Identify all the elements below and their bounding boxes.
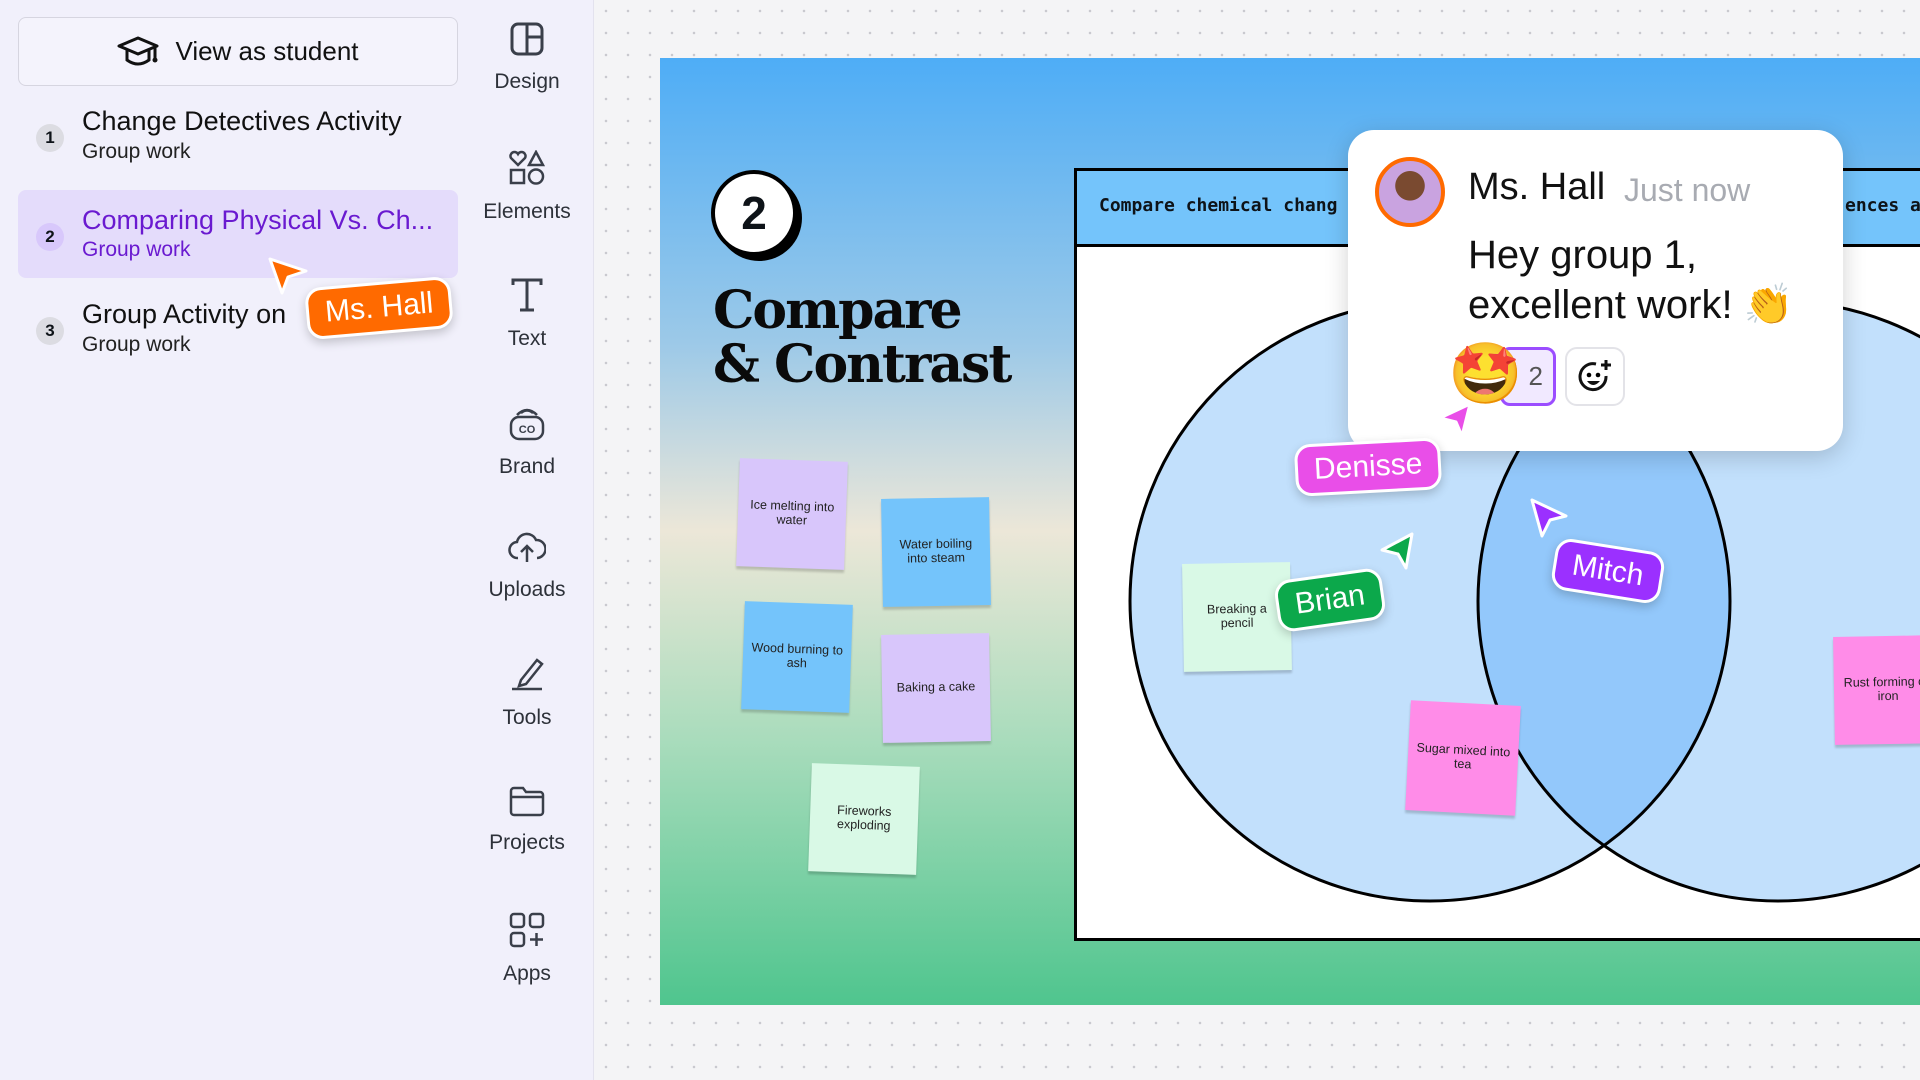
rail-label: Design [494, 70, 560, 93]
item-title: Change Detectives Activity [82, 106, 402, 136]
shapes-icon [509, 150, 545, 185]
star-struck-emoji: 🤩 [1448, 340, 1523, 407]
text-icon [511, 278, 543, 312]
comment-line1: Hey group 1, [1468, 233, 1698, 277]
apps-icon [509, 912, 545, 948]
sticky-note[interactable]: Breaking a pencil [1182, 562, 1292, 672]
slide-title: Compare & Contrast [713, 280, 1012, 395]
rail-label: Brand [498, 455, 556, 478]
pen-tool-icon [512, 658, 544, 691]
layout-icon [510, 22, 544, 56]
rail-label: Uploads [488, 578, 566, 601]
brand-icon: CO [509, 408, 545, 441]
view-as-student-label: View as student [175, 36, 359, 66]
sticky-note[interactable]: Rust forming on iron [1833, 635, 1920, 745]
activity-item-2[interactable]: 2 Comparing Physical Vs. Ch... Group wor… [18, 190, 458, 278]
view-as-student-button[interactable]: View as student [18, 17, 458, 86]
item-subtitle: Group work [82, 238, 191, 261]
venn-circles [1128, 299, 1920, 903]
slide-title-line1: Compare [713, 280, 963, 341]
comment-time: Just now [1624, 172, 1751, 208]
sticky-note[interactable]: Water boiling into steam [881, 497, 991, 607]
rail-brand[interactable]: CO Brand [470, 405, 584, 479]
ms-hall-avatar [1375, 157, 1445, 227]
svg-text:CO: CO [519, 424, 536, 436]
graduation-cap-icon [117, 36, 159, 65]
comment-author: Ms. Hall [1468, 166, 1606, 208]
venn-header-text-right: ences an [1845, 195, 1920, 216]
comment-line2: excellent work! 👏 [1468, 283, 1794, 327]
ms-hall-cursor-icon [268, 257, 308, 295]
folder-icon [509, 786, 545, 817]
rail-uploads[interactable]: Uploads [470, 530, 584, 602]
activity-item-1[interactable]: 1 Change Detectives Activity Group work [18, 100, 458, 188]
mitch-cursor-icon [1530, 498, 1568, 538]
comment-popup: Ms. Hall Just now Hey group 1, excellent… [1348, 130, 1843, 451]
item-number: 1 [36, 124, 64, 152]
denisse-cursor-icon [1438, 402, 1472, 438]
rail-label: Elements [483, 200, 571, 223]
rail-design[interactable]: Design [470, 22, 584, 94]
item-number: 3 [36, 317, 64, 345]
venn-intersection [1478, 301, 1730, 901]
sticky-note[interactable]: Ice melting into water [736, 458, 848, 570]
item-title: Group Activity on [82, 299, 287, 329]
venn-header-text-left: Compare chemical chang [1099, 195, 1338, 216]
comment-message: Hey group 1, excellent work! 👏 [1468, 230, 1793, 330]
sticky-note[interactable]: Wood burning to ash [741, 601, 853, 713]
slide-number-badge: 2 [711, 170, 797, 256]
rail-tools[interactable]: Tools [470, 656, 584, 730]
rail-text[interactable]: Text [470, 277, 584, 351]
item-number: 2 [36, 223, 64, 251]
rail-label: Text [507, 327, 547, 350]
item-title: Comparing Physical Vs. Ch... [82, 205, 434, 235]
reaction-count-button[interactable]: 2 [1500, 347, 1556, 406]
rail-label: Projects [489, 831, 565, 854]
rail-projects[interactable]: Projects [470, 785, 584, 855]
add-emoji-icon [1578, 359, 1611, 391]
activity-item-3[interactable]: 3 Group Activity on Group work [18, 290, 458, 378]
rail-apps[interactable]: Apps [470, 912, 584, 986]
rail-elements[interactable]: Elements [470, 150, 584, 224]
rail-label: Tools [502, 706, 552, 729]
denisse-cursor-label: Denisse [1293, 437, 1443, 497]
slide-title-line2: & Contrast [713, 334, 1012, 395]
sticky-note[interactable]: Fireworks exploding [808, 763, 920, 875]
rail-label: Apps [503, 962, 551, 985]
item-subtitle: Group work [82, 140, 191, 163]
cloud-upload-icon [508, 532, 546, 562]
brian-cursor-icon [1380, 532, 1414, 570]
sticky-note[interactable]: Sugar mixed into tea [1405, 700, 1521, 816]
add-reaction-button[interactable] [1565, 347, 1625, 406]
sidebar: View as student 1 Change Detectives Acti… [0, 0, 594, 1080]
sticky-note[interactable]: Baking a cake [881, 633, 991, 743]
item-subtitle: Group work [82, 333, 191, 356]
